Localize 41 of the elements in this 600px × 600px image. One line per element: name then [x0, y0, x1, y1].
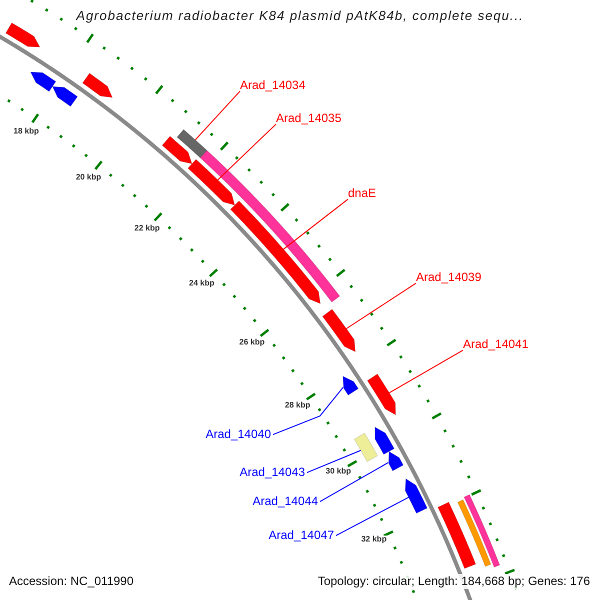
gene-label: Arad_14035	[276, 112, 342, 126]
gene-block	[354, 432, 378, 462]
gene-block	[437, 502, 476, 569]
title: Agrobacterium radiobacter K84 plasmid pAtK84b, complete sequ...	[74, 9, 525, 24]
scale-label: 24 kbp	[188, 279, 216, 288]
accession-text: Accession: NC_011990	[9, 574, 134, 590]
gene-block	[457, 499, 492, 567]
leader-line	[388, 350, 464, 394]
gene-feature	[404, 478, 428, 514]
scale-label: 20 kbp	[74, 173, 102, 182]
leader-line	[272, 386, 344, 436]
gene-label: Arad_14044	[252, 495, 318, 508]
scale-label: 18 kbp	[12, 127, 40, 136]
scale-label: 28 kbp	[284, 401, 312, 410]
leader-line	[283, 198, 348, 250]
leader-line	[346, 282, 416, 330]
leader-line	[336, 496, 410, 536]
gene-block	[176, 129, 208, 158]
gene-label: Arad_14034	[240, 79, 306, 92]
summary-text: Topology: circular; Length: 184,668 bp; Genes: 176	[318, 574, 590, 590]
leader-line	[306, 450, 362, 474]
leader-line	[217, 124, 276, 180]
gene-feature	[342, 376, 359, 396]
gene-feature	[187, 158, 236, 206]
gene-label: Arad_14043	[240, 466, 305, 480]
scale-label: 30 kbp	[324, 467, 352, 476]
gene-label: Arad_14039	[416, 271, 482, 284]
gene-feature	[388, 450, 404, 472]
scale-label: 32 kbp	[360, 536, 388, 545]
gene-feature	[366, 374, 396, 416]
gene-feature	[230, 200, 321, 304]
gene-feature	[322, 308, 356, 352]
gene-block	[464, 494, 500, 568]
scale-label: 26 kbp	[238, 338, 266, 348]
scale-label: 22 kbp	[133, 224, 161, 233]
leader-line	[320, 462, 389, 502]
gene-label: Arad_14040	[206, 428, 271, 442]
gene-label: dnaE	[348, 187, 376, 200]
gene-label: Arad_14047	[268, 529, 334, 542]
leader-line	[194, 90, 240, 140]
gene-label: Arad_14041	[463, 338, 528, 352]
